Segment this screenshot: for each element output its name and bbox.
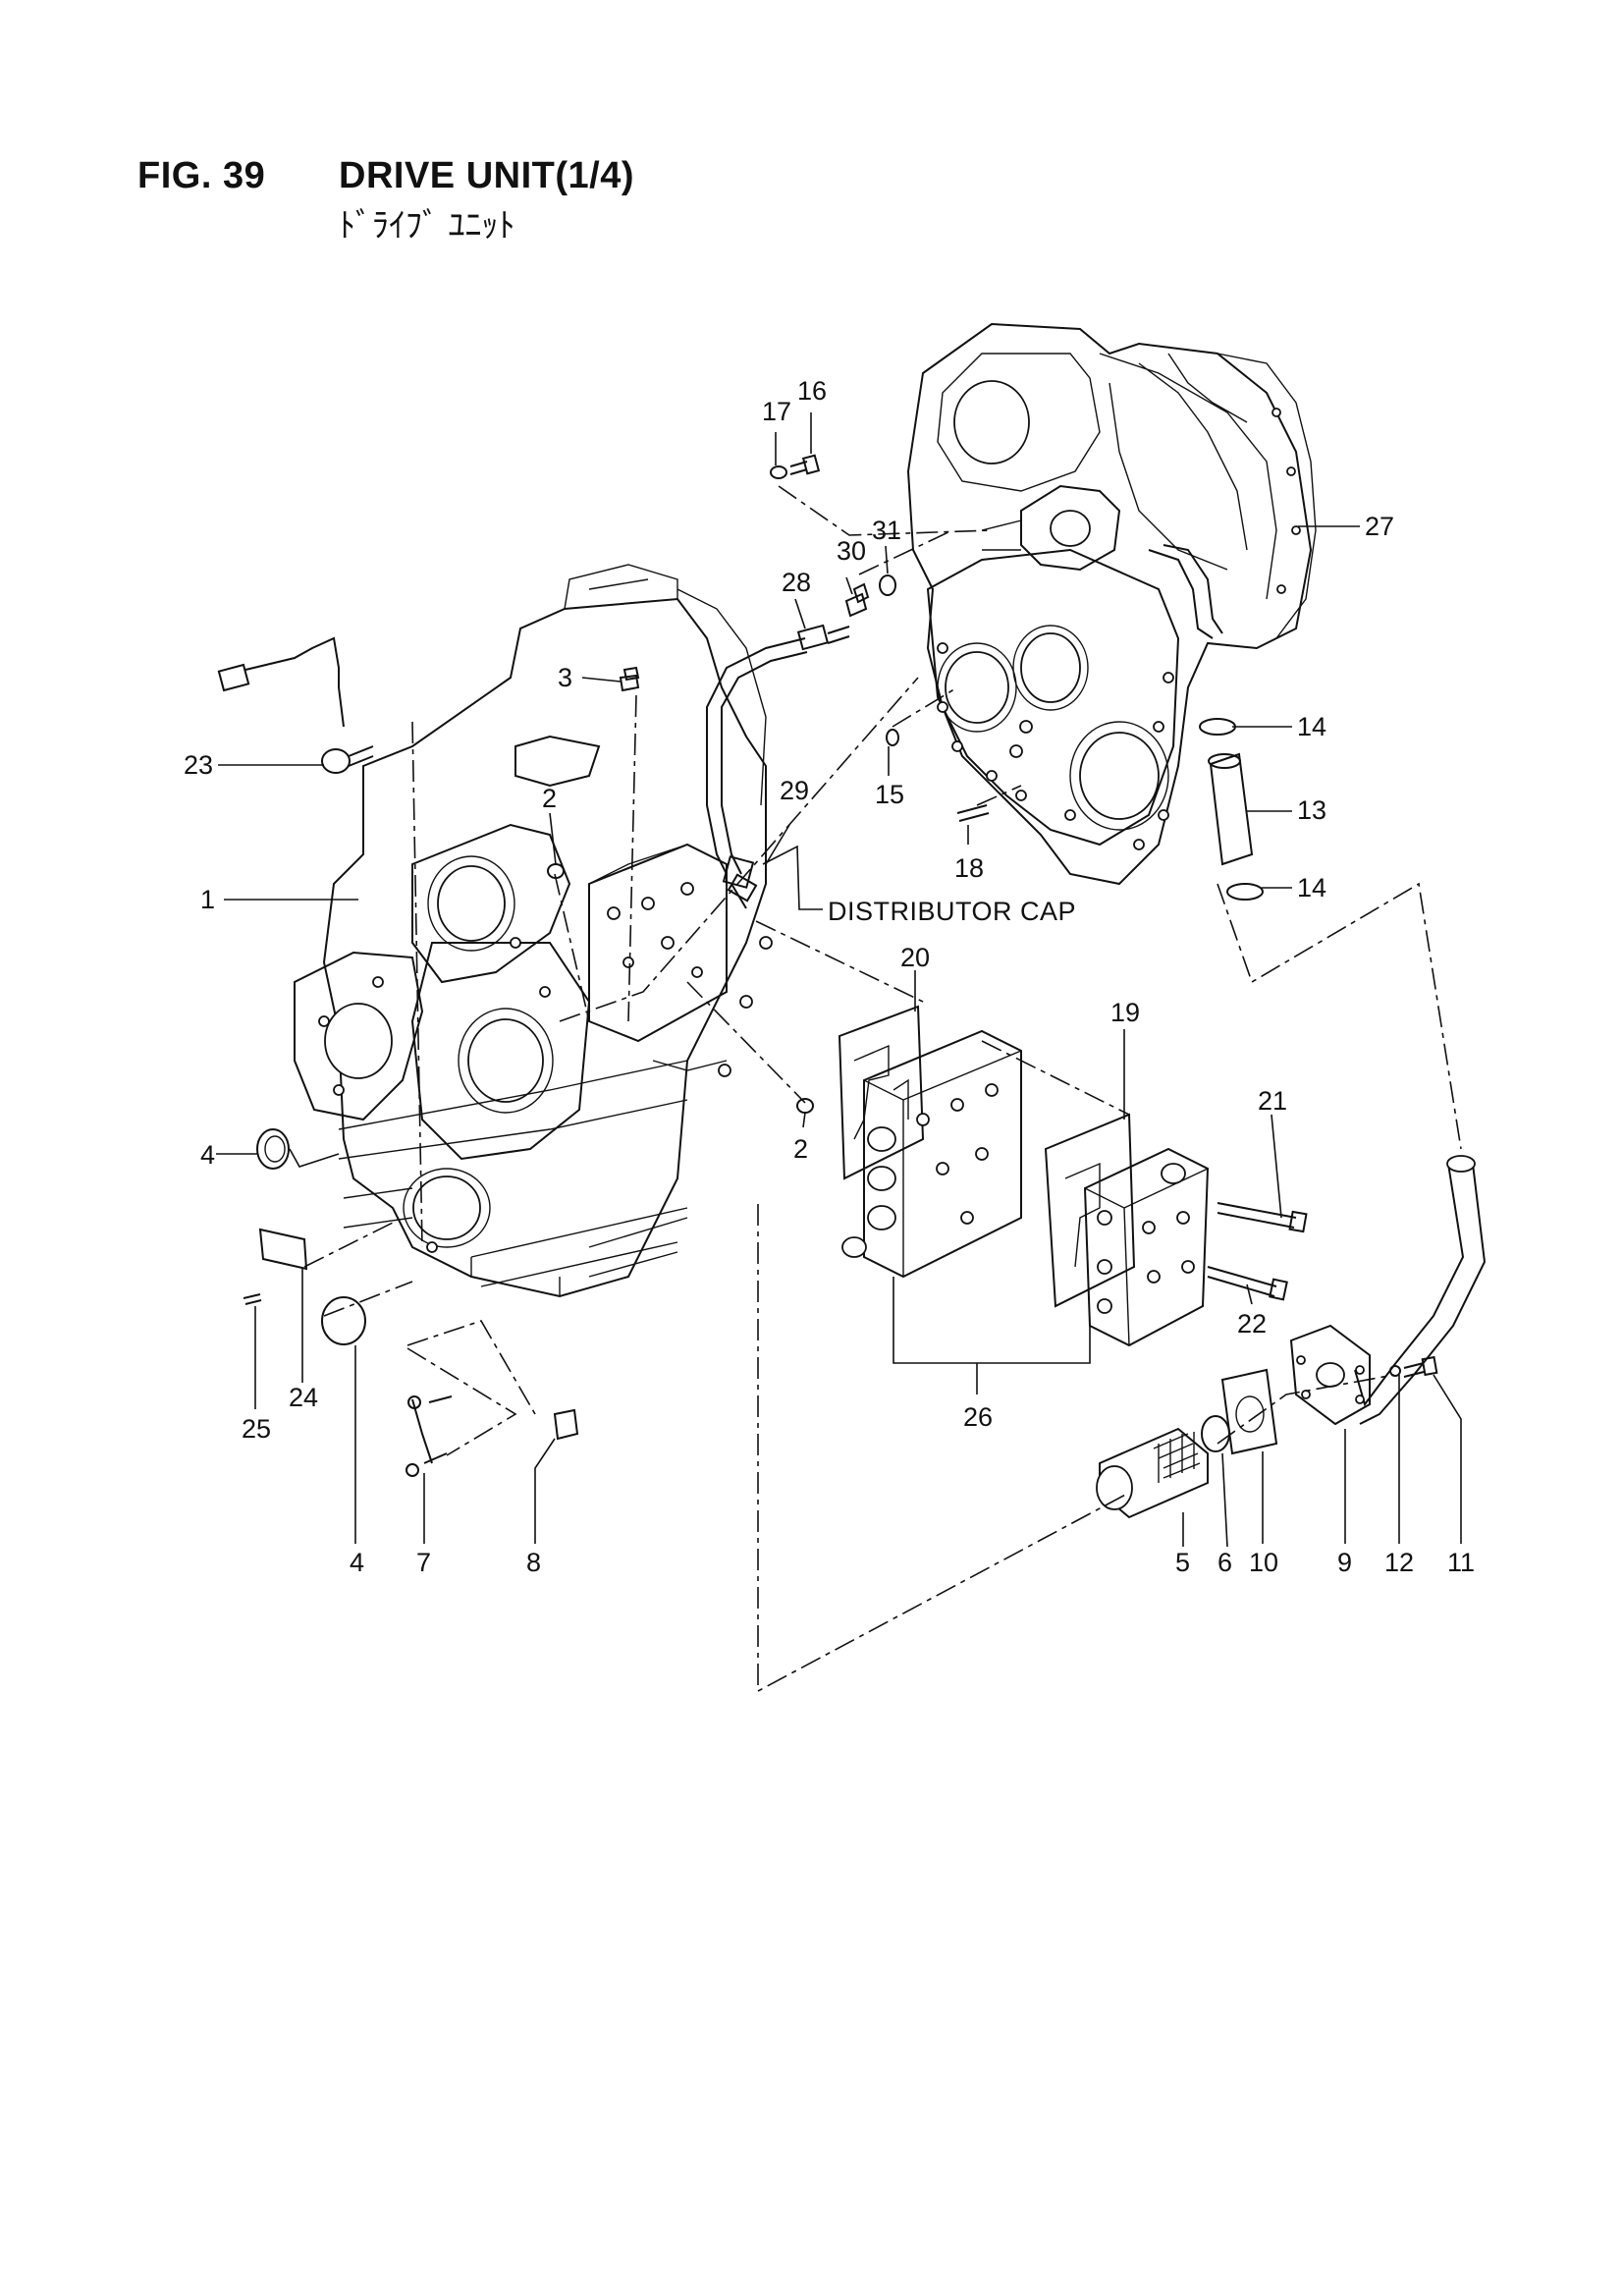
callout-19: 19 (1110, 998, 1141, 1027)
callout-2-top: 2 (542, 784, 558, 813)
hose-assembly (217, 454, 1264, 1477)
figure-number: FIG. 39 (137, 155, 266, 196)
callout-5: 5 (1175, 1548, 1191, 1577)
control-valve-assembly (838, 1005, 1308, 1347)
callout-12: 12 (1384, 1548, 1415, 1577)
alignment-lines (303, 485, 1462, 1693)
figure-subtitle-japanese: ﾄﾞﾗｲﾌﾞ ﾕﾆｯﾄ (339, 207, 515, 245)
callout-10: 10 (1249, 1548, 1279, 1577)
callout-7: 7 (416, 1548, 432, 1577)
callout-30: 30 (837, 536, 867, 566)
callout-29: 29 (780, 776, 810, 805)
rear-housing (906, 322, 1317, 886)
callout-28: 28 (782, 568, 812, 597)
leader-lines (216, 412, 1462, 1548)
callout-15: 15 (875, 780, 905, 809)
callout-17: 17 (762, 397, 792, 426)
callout-23: 23 (184, 750, 214, 780)
callout-25: 25 (242, 1414, 272, 1444)
transmission-case (294, 564, 773, 1298)
callout-14-top: 14 (1297, 712, 1327, 741)
callout-3: 3 (558, 663, 573, 692)
callout-27: 27 (1365, 512, 1395, 541)
callout-4-bottom: 4 (350, 1548, 365, 1577)
callout-2-right: 2 (793, 1134, 809, 1164)
callout-31: 31 (872, 516, 902, 545)
callout-24: 24 (289, 1383, 319, 1412)
callout-18: 18 (954, 853, 985, 883)
suction-pipe-and-strainer (1096, 1155, 1487, 1519)
callout-4-left: 4 (200, 1140, 216, 1170)
callout-21: 21 (1258, 1086, 1288, 1116)
callout-6: 6 (1217, 1548, 1233, 1577)
distributor-cap-label: DISTRIBUTOR CAP (828, 897, 1077, 926)
callout-8: 8 (526, 1548, 542, 1577)
callout-16: 16 (797, 376, 828, 406)
callout-13: 13 (1297, 795, 1327, 825)
figure-title: DRIVE UNIT(1/4) (339, 155, 634, 196)
callout-20: 20 (900, 943, 931, 972)
callout-26: 26 (963, 1402, 994, 1432)
callout-1: 1 (200, 885, 216, 914)
callout-22: 22 (1237, 1309, 1268, 1339)
callout-9: 9 (1337, 1548, 1353, 1577)
callout-14-bottom: 14 (1297, 873, 1327, 902)
callout-11: 11 (1447, 1548, 1476, 1577)
